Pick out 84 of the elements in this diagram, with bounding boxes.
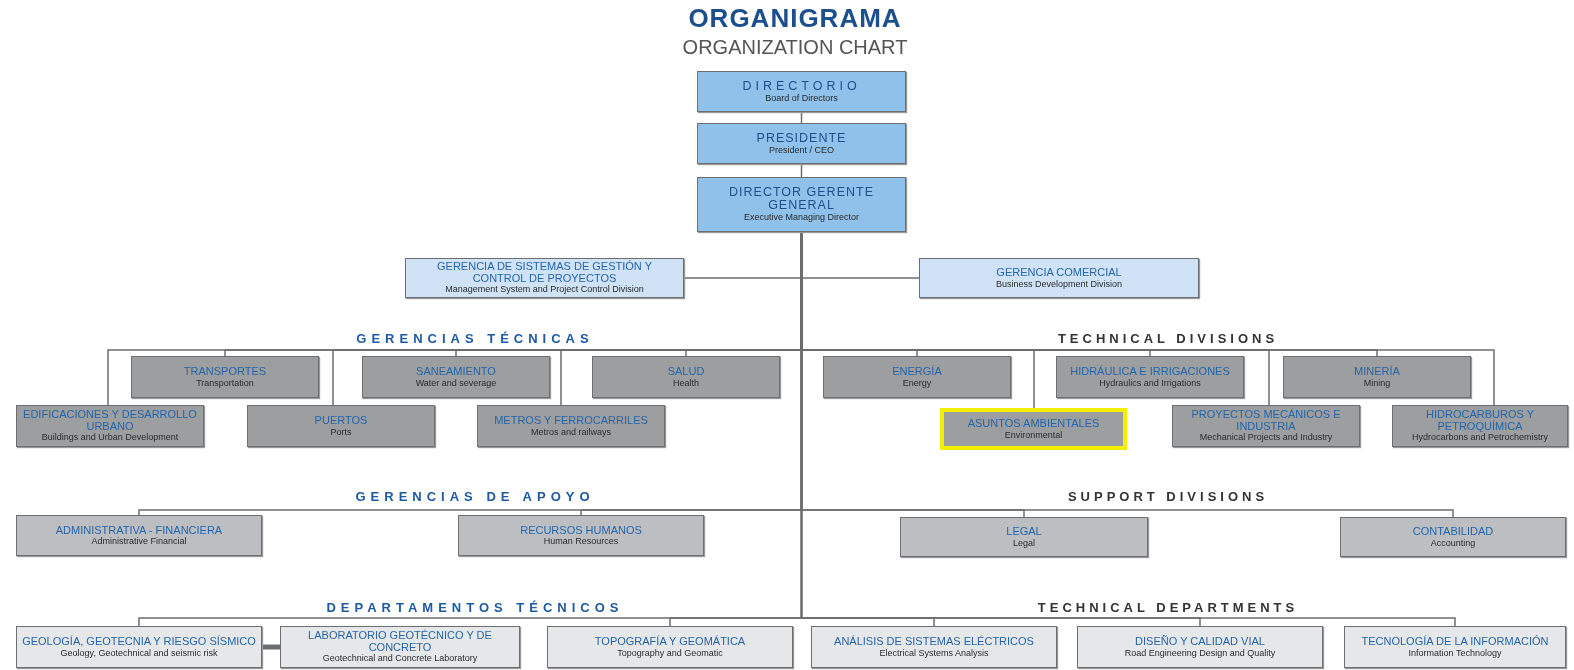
unit-name-english: Topography and Geomatic	[617, 647, 723, 658]
org-box	[697, 177, 906, 232]
unit-name: PRESIDENTE	[756, 131, 847, 145]
unit-name: GERENCIA COMERCIAL	[996, 267, 1122, 279]
department-box	[16, 626, 262, 668]
unit-name: PROYECTOS MECÁNICOS E INDUSTRIA	[1190, 409, 1342, 433]
org-box	[697, 71, 906, 112]
department-box	[1344, 626, 1566, 668]
unit-name: TECNOLOGÍA DE LA INFORMACIÓN	[1361, 636, 1549, 648]
unit-name-english: Human Resources	[543, 536, 619, 547]
unit-name-english: Water and severage	[415, 377, 497, 388]
unit-name: EDIFICACIONES Y DESARROLLO URBANO	[22, 409, 198, 433]
department-box	[1077, 626, 1323, 668]
division-box	[247, 405, 435, 447]
unit-name: LABORATORIO GEOTÉCNICO Y DE CONCRETO	[307, 630, 493, 654]
unit-name-english: Legal	[1013, 537, 1035, 548]
division-box	[1172, 405, 1360, 447]
unit-name-english: Business Development Division	[995, 278, 1123, 289]
unit-name-english: Metros and railways	[531, 426, 611, 437]
unit-name: SANEAMIENTO	[416, 366, 496, 378]
division-box	[823, 356, 1011, 398]
division-box	[940, 408, 1127, 450]
division-box	[16, 405, 204, 447]
unit-name: DISEÑO Y CALIDAD VIAL	[1135, 636, 1265, 648]
unit-name: ENERGÍA	[892, 366, 942, 378]
unit-name: CONTABILIDAD	[1412, 526, 1494, 538]
unit-name: HIDRÁULICA E IRRIGACIONES	[1070, 366, 1230, 378]
unit-name-english: Health	[673, 377, 699, 388]
unit-name-english: Information Technology	[1408, 647, 1502, 658]
unit-name-english: Ports	[330, 426, 352, 437]
unit-name-english: Geotechnical and Concrete Laboratory	[322, 653, 478, 664]
chart-subtitle: ORGANIZATION CHART	[682, 36, 908, 59]
department-box	[280, 626, 520, 668]
division-box	[1340, 517, 1566, 557]
unit-name-english: Road Engineering Design and Quality	[1124, 647, 1276, 658]
chart-title: ORGANIGRAMA	[688, 3, 902, 34]
unit-name: METROS Y FERROCARRILES	[494, 415, 648, 427]
division-box	[405, 258, 684, 298]
unit-name-english: Accounting	[1430, 537, 1476, 548]
unit-name-english: Environmental	[1004, 429, 1063, 440]
unit-name-english: Hydraulics and Irrigations	[1099, 377, 1201, 388]
unit-name: DIRECTORIO	[742, 79, 861, 93]
unit-name: TRANSPORTES	[183, 366, 267, 378]
department-box	[811, 626, 1057, 668]
division-box	[477, 405, 665, 447]
division-box	[16, 515, 262, 556]
unit-name-english: Executive Managing Director	[743, 212, 860, 223]
unit-name-english: President / CEO	[769, 144, 834, 156]
division-box	[592, 356, 780, 398]
unit-name-english: Electrical Systems Analysis	[879, 647, 989, 658]
unit-name-english: Energy	[902, 377, 932, 388]
unit-name: DIRECTOR GERENTE GENERAL	[728, 186, 875, 213]
unit-name-english: Transportation	[196, 377, 254, 388]
division-box	[362, 356, 550, 398]
division-box	[919, 258, 1199, 298]
division-box	[900, 517, 1148, 557]
unit-name-english: Buildings and Urban Development	[41, 432, 179, 443]
connector-line	[262, 644, 280, 650]
unit-name-english: Mechanical Projects and Industry	[1199, 432, 1333, 443]
unit-name-english: Mining	[1363, 377, 1391, 388]
department-box	[547, 626, 793, 668]
unit-name: TOPOGRAFÍA Y GEOMÁTICA	[594, 636, 746, 648]
unit-name-english: Board of Directors	[765, 92, 838, 104]
division-box	[458, 515, 704, 556]
unit-name: ADMINISTRATIVA - FINANCIERA	[55, 524, 223, 537]
unit-name: PUERTOS	[314, 415, 368, 427]
unit-name: HIDROCARBUROS Y PETROQUÍMICA	[1425, 409, 1535, 433]
unit-name: RECURSOS HUMANOS	[520, 524, 642, 537]
division-box	[1056, 356, 1244, 398]
unit-name-english: Geology, Geotechnical and seismic risk	[60, 647, 218, 658]
unit-name: ANÁLISIS DE SISTEMAS ELÉCTRICOS	[834, 636, 1034, 648]
unit-name: SALUD	[667, 366, 705, 378]
unit-name: LEGAL	[1006, 526, 1042, 538]
unit-name: GERENCIA DE SISTEMAS DE GESTIÓN Y CONTROL DE PROYECTOS	[436, 261, 653, 285]
unit-name: MINERÍA	[1354, 366, 1400, 378]
unit-name: ASUNTOS AMBIENTALES	[967, 418, 1100, 430]
division-box	[131, 356, 319, 398]
unit-name: GEOLOGÍA, GEOTECNIA Y RIESGO SÍSMICO	[22, 636, 256, 648]
division-box	[1283, 356, 1471, 398]
unit-name-english: Management System and Project Control Division	[445, 284, 644, 295]
org-box	[697, 123, 906, 164]
unit-name-english: Administrative Financial	[91, 536, 187, 547]
division-box	[1392, 405, 1568, 447]
unit-name-english: Hydrocarbons and Petrochemistry	[1411, 432, 1549, 443]
